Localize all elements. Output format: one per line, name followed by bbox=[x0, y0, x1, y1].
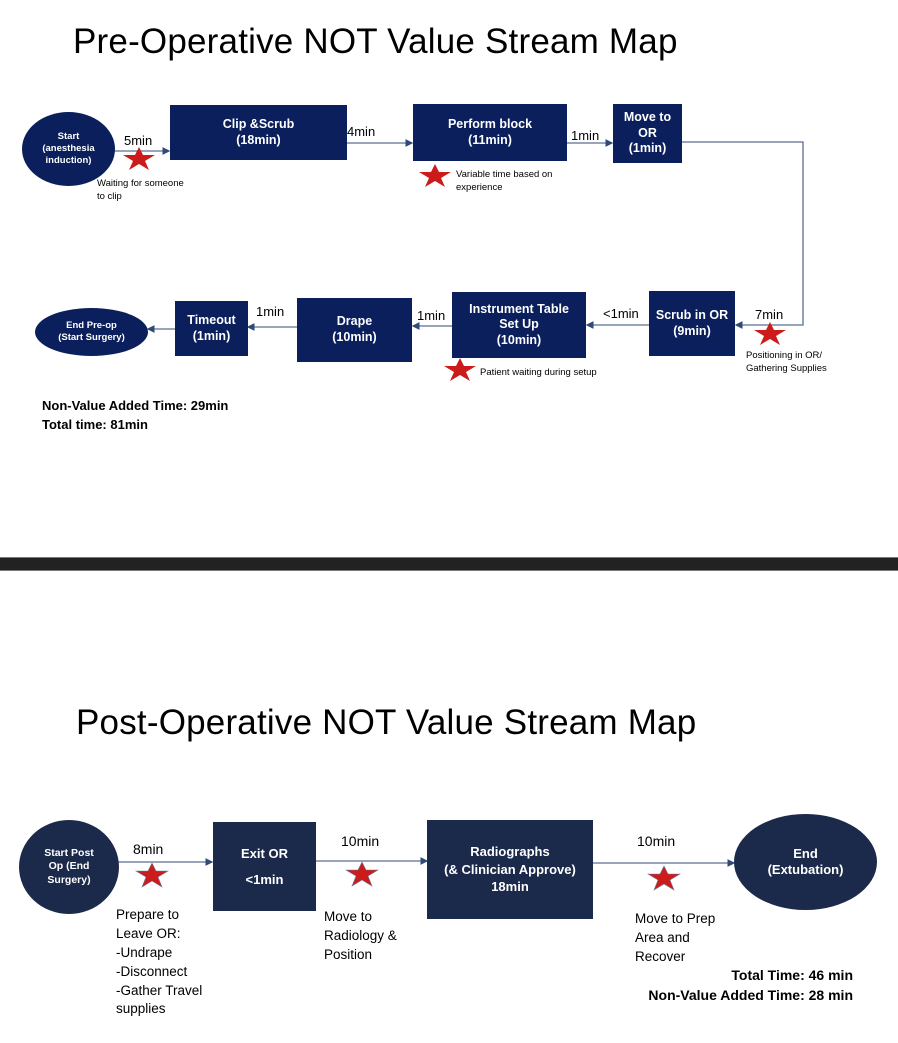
node-label: Scrub in OR bbox=[655, 307, 729, 322]
node-label: End Pre-op bbox=[66, 320, 117, 332]
node-label: (11min) bbox=[468, 132, 512, 147]
transition-time: 1min bbox=[256, 304, 285, 319]
node-label: Surgery) bbox=[47, 873, 91, 886]
node-drape[interactable]: Drape(10min) bbox=[297, 298, 412, 362]
node-label: Drape bbox=[336, 314, 373, 329]
node-exit-or[interactable]: Exit OR <1min bbox=[213, 822, 316, 911]
transition-time: <1min bbox=[603, 306, 639, 321]
waste-star-icon bbox=[123, 147, 155, 170]
transition-time: 1min bbox=[571, 128, 600, 143]
node-end-extubation[interactable]: End(Extubation) bbox=[734, 814, 877, 910]
node-label: (Start Surgery) bbox=[58, 332, 125, 343]
node-label: Set Up bbox=[499, 317, 539, 332]
transition-time: 10min bbox=[637, 833, 676, 849]
post-op-title: Post-Operative NOT Value Stream Map bbox=[76, 703, 697, 742]
transition-time: 8min bbox=[133, 841, 164, 857]
node-label: 18min bbox=[491, 879, 529, 895]
waste-star-icon bbox=[444, 358, 476, 381]
waste-note: Positioning in OR/Gathering Supplies bbox=[746, 350, 827, 374]
node-end-pre-op[interactable]: End Pre-op(Start Surgery) bbox=[35, 308, 148, 356]
waste-star-icon bbox=[134, 862, 170, 888]
waste-note: Patient waiting during setup bbox=[480, 367, 597, 378]
node-label: Perform block bbox=[447, 116, 533, 131]
node-label: Op (End bbox=[48, 860, 90, 873]
node-perform-block[interactable]: Perform block(11min) bbox=[413, 104, 567, 161]
waste-star-icon bbox=[646, 865, 682, 891]
node-label: (1min) bbox=[192, 328, 231, 343]
waste-star-icon bbox=[754, 322, 786, 345]
node-label: (9min) bbox=[673, 323, 711, 338]
node-label: Clip &Scrub bbox=[222, 116, 295, 131]
node-label: Radiographs bbox=[470, 844, 550, 860]
transition-time: 10min bbox=[341, 833, 380, 849]
transition-time: 5min bbox=[124, 133, 153, 148]
node-label: (18min) bbox=[236, 132, 281, 147]
node-label: Instrument Table bbox=[469, 301, 569, 316]
node-label: Exit OR bbox=[241, 845, 288, 861]
node-label: End bbox=[793, 845, 818, 861]
transition-time: 4min bbox=[347, 124, 376, 139]
node-label: OR bbox=[638, 125, 657, 140]
node-scrub-in-or[interactable]: Scrub in OR(9min) bbox=[649, 291, 735, 356]
node-radiographs[interactable]: Radiographs(& Clinician Approve) 18min bbox=[427, 820, 593, 919]
node-label: (1min) bbox=[628, 141, 667, 156]
node-label: Move to bbox=[623, 110, 672, 125]
transition-time: 1min bbox=[417, 308, 446, 323]
node-label: Start Post bbox=[44, 847, 94, 860]
waste-star-icon bbox=[419, 164, 451, 187]
waste-star-icon bbox=[344, 861, 380, 887]
node-label: (& Clinician Approve) bbox=[444, 861, 576, 877]
node-label: induction) bbox=[45, 154, 92, 166]
section-divider bbox=[0, 557, 898, 571]
node-label: Timeout bbox=[187, 312, 236, 327]
node-label: (anesthesia bbox=[42, 143, 95, 155]
node-label: (10min) bbox=[332, 330, 377, 344]
node-label: (Extubation) bbox=[767, 862, 844, 877]
node-label: (10min) bbox=[496, 332, 542, 347]
node-label: Start bbox=[57, 131, 80, 143]
transition-time: 7min bbox=[755, 307, 784, 322]
node-timeout[interactable]: Timeout(1min) bbox=[175, 301, 248, 356]
pre-op-title: Pre-Operative NOT Value Stream Map bbox=[73, 22, 678, 61]
node-clip-scrub[interactable]: Clip &Scrub(18min) bbox=[170, 105, 347, 160]
node-label: <1min bbox=[245, 871, 284, 887]
